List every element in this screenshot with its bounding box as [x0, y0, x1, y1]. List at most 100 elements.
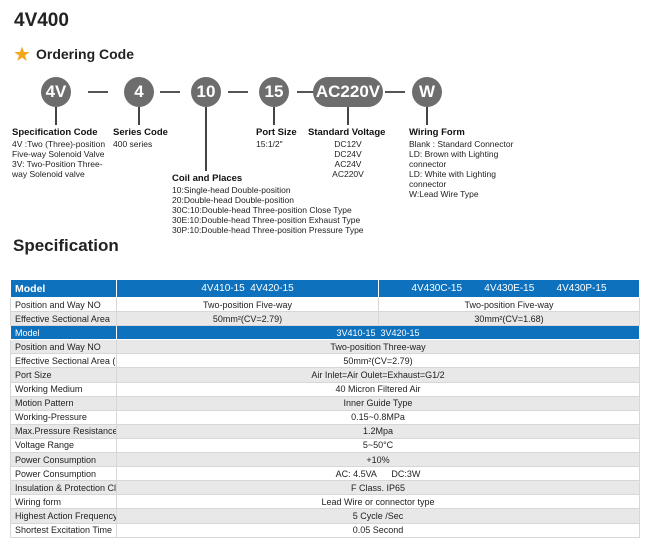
- dash: [297, 91, 317, 93]
- dash: [228, 91, 248, 93]
- table-header-row: Model 4V410-15 4V420-15 4V430C-15 4V430E…: [10, 279, 640, 298]
- code-pill-coil: 10: [191, 77, 221, 107]
- coil-places-line: 30C:10:Double-head Three-position Close …: [172, 205, 352, 215]
- specification-code-line: way Solenoid valve: [12, 169, 85, 179]
- row-label: Position and Way NO: [10, 339, 117, 355]
- row-label: Max.Pressure Resistance: [10, 423, 117, 439]
- model-header-col2: 4V430C-15 4V430E-15 4V430P-15: [378, 279, 640, 298]
- row-value: Two-position Three-way: [116, 339, 640, 355]
- row-label: Working-Pressure: [10, 409, 117, 425]
- row-value: 5~50°C: [116, 437, 640, 454]
- table-row: Power Consumption+10%: [10, 452, 640, 468]
- row-label: Highest Action Frequency: [10, 508, 117, 524]
- coil-places-line: 10:Single-head Double-position: [172, 185, 291, 195]
- standard-voltage-line: DC12V: [334, 139, 362, 149]
- model-header-col1: 4V410-15 4V420-15: [116, 279, 379, 298]
- row-value: 50mm²(CV=2.79): [116, 353, 640, 369]
- dash: [160, 91, 180, 93]
- row-label: Insulation & Protection Class: [10, 480, 117, 496]
- standard-voltage-values: DC12V DC24V AC24V AC220V: [308, 139, 388, 179]
- coil-places-line: 30E:10:Double-head Three-position Exhaus…: [172, 215, 361, 225]
- row-label: Effective Sectional Area (mm): [10, 353, 117, 369]
- specification-code-label: Specification Code 4V :Two (Three)-posit…: [12, 127, 112, 179]
- specification-title: Specification: [13, 236, 119, 255]
- wiring-form-label: Wiring Form Blank : Standard Connector L…: [409, 127, 529, 199]
- series-code-line: 400 series: [113, 139, 153, 149]
- row-value: 5 Cycle /Sec: [116, 508, 640, 524]
- code-pill-series: 4: [124, 77, 154, 107]
- model-header-label: Model: [10, 325, 117, 341]
- star-icon: [14, 46, 30, 61]
- series-code-heading: Series Code: [113, 127, 168, 138]
- code-pill-port: 15: [259, 77, 289, 107]
- row-label: Position and Way NO: [10, 296, 117, 313]
- port-size-heading: Port Size: [256, 127, 297, 138]
- specification-code-line: 3V: Two-Position Three-: [12, 159, 103, 169]
- row-value: Two-position Five-way: [116, 296, 379, 313]
- row-value: 30mm²(CV=1.68): [378, 311, 640, 327]
- code-pill-prefix: 4V: [41, 77, 71, 107]
- row-value: 0.05 Second: [116, 522, 640, 538]
- row-label: Wiring form: [10, 494, 117, 510]
- row-value: +10%: [116, 452, 640, 468]
- coil-places-line: 30P:10:Double-head Three-position Pressu…: [172, 225, 364, 235]
- table-row: Insulation & Protection ClassF Class. IP…: [10, 480, 640, 496]
- row-value: 0.15~0.8MPa: [116, 409, 640, 425]
- coil-places-heading: Coil and Places: [172, 173, 243, 184]
- standard-voltage-line: DC24V: [334, 149, 362, 159]
- connector-line: [347, 107, 349, 125]
- table-row: Effective Sectional Area 50mm²(CV=2.79) …: [10, 311, 640, 327]
- series-code-label: Series Code 400 series: [113, 127, 193, 149]
- dash: [385, 91, 405, 93]
- row-value: 1.2Mpa: [116, 423, 640, 439]
- connector-line: [55, 107, 57, 125]
- model-header-label: Model: [10, 279, 117, 298]
- row-label: Port Size: [10, 367, 117, 383]
- row-label: Voltage Range: [10, 437, 117, 454]
- row-value: Lead Wire or connector type: [116, 494, 640, 510]
- connector-line: [205, 107, 207, 171]
- table-row: Effective Sectional Area (mm)50mm²(CV=2.…: [10, 353, 640, 369]
- specification-code-line: Five-way Solenoid Valve: [12, 149, 105, 159]
- row-value: F Class. IP65: [116, 480, 640, 496]
- row-label: Working Medium: [10, 381, 117, 397]
- row-label: Motion Pattern: [10, 395, 117, 411]
- row-label: Effective Sectional Area: [10, 311, 117, 327]
- specification-code-line: 4V :Two (Three)-position: [12, 139, 106, 149]
- standard-voltage-line: AC24V: [334, 159, 362, 169]
- wiring-form-line: W:Lead Wire Type: [409, 189, 479, 199]
- wiring-form-line: connector: [409, 179, 447, 189]
- wiring-form-line: LD: White with Lighting: [409, 169, 496, 179]
- model-header-value: 3V410-15 3V420-15: [116, 325, 640, 341]
- port-size-label: Port Size 15:1/2": [256, 127, 316, 149]
- row-label: Shortest Excitation Time: [10, 522, 117, 538]
- code-pill-voltage: AC220V: [313, 77, 383, 107]
- row-value: AC: 4.5VA DC:3W: [116, 466, 640, 482]
- row-value: 50mm²(CV=2.79): [116, 311, 379, 327]
- standard-voltage-line: AC220V: [332, 169, 364, 179]
- standard-voltage-heading: Standard Voltage: [308, 127, 386, 138]
- code-pill-wiring: W: [412, 77, 442, 107]
- wiring-form-heading: Wiring Form: [409, 127, 465, 138]
- standard-voltage-label: Standard Voltage DC12V DC24V AC24V AC220…: [308, 127, 388, 179]
- row-value: Inner Guide Type: [116, 395, 640, 411]
- page-title: 4V400: [14, 10, 69, 31]
- table-header-row: Model 3V410-15 3V420-15: [10, 325, 640, 341]
- ordering-code-title: Ordering Code: [36, 46, 135, 62]
- port-size-line: 15:1/2": [256, 139, 283, 149]
- connector-line: [426, 107, 428, 125]
- wiring-form-line: Blank : Standard Connector: [409, 139, 514, 149]
- specification-code-heading: Specification Code: [12, 127, 98, 138]
- coil-places-label: Coil and Places 10:Single-head Double-po…: [172, 173, 392, 235]
- row-value: Two-position Five-way: [378, 296, 640, 313]
